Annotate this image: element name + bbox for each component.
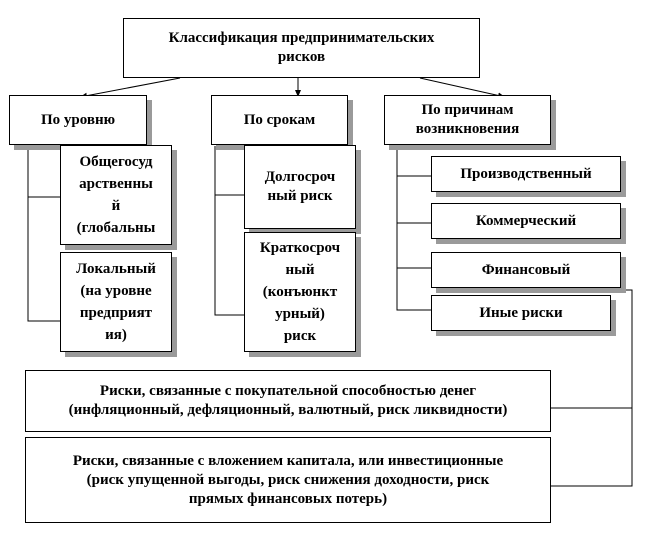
- risk-short-term: Краткосроч ный (конъюнкт урный) риск: [244, 232, 356, 352]
- risk-state-level: Общегосуд арственны й (глобальны: [60, 145, 172, 245]
- connector-term: [214, 146, 245, 316]
- arrow-to-cause: [419, 77, 506, 99]
- risk-local: Локальный (на уровне предприят ия): [60, 252, 172, 352]
- risk-commercial: Коммерческий: [431, 203, 621, 239]
- risk-financial: Финансовый: [431, 252, 621, 288]
- arrow-to-level: [79, 77, 181, 99]
- diagram-title: Классификация предпринимательских рисков: [123, 18, 480, 78]
- risk-long-term: Долгосроч ный риск: [244, 145, 356, 229]
- category-by-cause: По причинам возникновения: [384, 95, 551, 145]
- risk-production: Производственный: [431, 156, 621, 192]
- risk-other: Иные риски: [431, 295, 611, 331]
- category-by-term: По срокам: [211, 95, 348, 145]
- category-by-level: По уровню: [9, 95, 147, 145]
- connector-level: [27, 146, 61, 322]
- risk-investment: Риски, связанные с вложением капитала, и…: [25, 437, 551, 523]
- connector-cause: [396, 146, 432, 311]
- connector-financial: [550, 289, 633, 487]
- risk-purchasing-power: Риски, связанные с покупательной способн…: [25, 370, 551, 432]
